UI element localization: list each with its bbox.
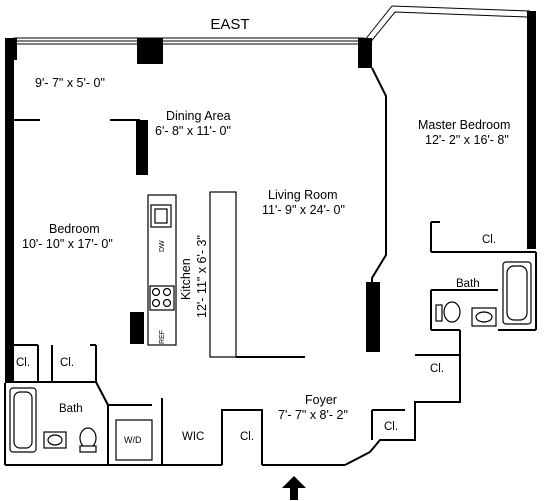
living-partition [209, 191, 237, 358]
closet-left-1: Cl. [16, 357, 30, 369]
fixtures [9, 204, 532, 500]
interior-walls [4, 67, 537, 466]
closet-left-2: Cl. [60, 357, 74, 369]
wic-name: WIC [182, 431, 204, 443]
bedroom-dims: 10'- 10" x 17'- 0" [22, 237, 113, 251]
living-name: Living Room [268, 188, 337, 202]
dishwasher-label: DW [159, 240, 166, 252]
kitchen-dims: 12'- 11" x 6'- 3" [195, 235, 209, 318]
labels: 9'- 7" x 5'- 0" Dining Area 6'- 8" x 11'… [16, 76, 510, 445]
bath-left-name: Bath [59, 403, 83, 415]
living-dims: 11'- 9" x 24'- 0" [262, 203, 345, 217]
wd-box [115, 419, 153, 461]
bedroom-name: Bedroom [49, 222, 100, 236]
bath-right-name: Bath [456, 278, 480, 290]
closet-foyer-right-lower: Cl. [384, 421, 398, 433]
kitchen-name: Kitchen [179, 258, 193, 300]
dining-name: Dining Area [166, 109, 231, 123]
closet-foyer: Cl. [240, 431, 254, 443]
entry-arrow-icon [282, 476, 306, 500]
dining-dims: 6'- 8" x 11'- 0" [155, 124, 231, 138]
balcony-dims: 9'- 7" x 5'- 0" [35, 76, 105, 90]
refrigerator-label: REF [159, 330, 166, 344]
foyer-dims: 7'- 7" x 8'- 2" [278, 408, 348, 422]
master-name: Master Bedroom [418, 118, 510, 132]
wd-name: W/D [124, 435, 142, 445]
foyer-name: Foyer [305, 393, 337, 407]
right-toilet [443, 301, 461, 323]
left-toilet [79, 427, 97, 449]
compass-label: EAST [210, 16, 249, 33]
closet-master: Cl. [482, 234, 496, 246]
exterior-walls [5, 5, 536, 383]
closet-foyer-right-upper: Cl. [430, 363, 444, 375]
master-window [363, 5, 531, 42]
master-dims: 12'- 2" x 16'- 8" [425, 133, 509, 147]
